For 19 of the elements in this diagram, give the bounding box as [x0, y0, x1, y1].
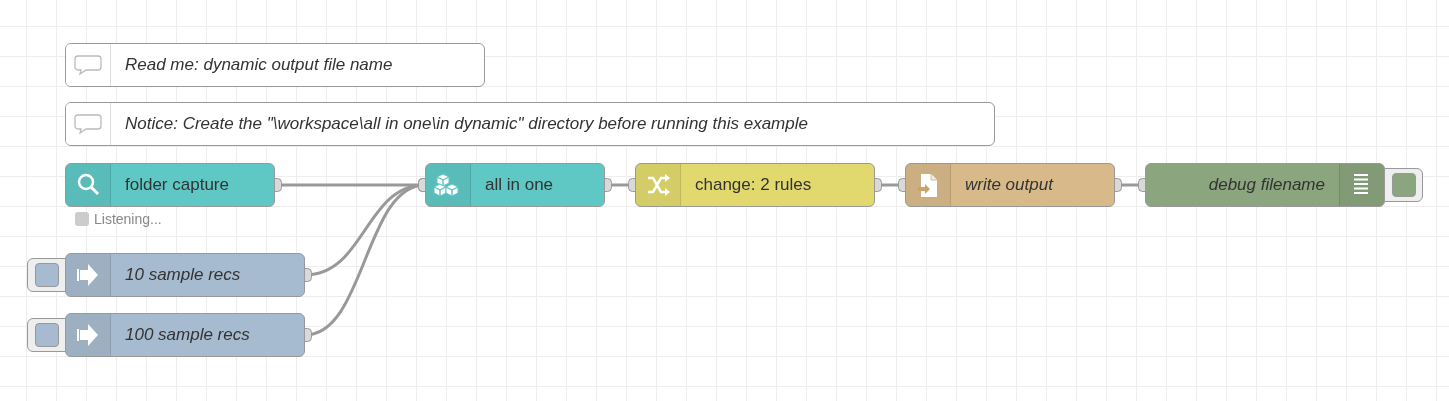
comment-node: [65, 102, 995, 146]
comment-text: Notice: Create the "\workspace\all in one\in dynamic" directory before running this example: [124, 114, 809, 134]
flow-node: [905, 163, 1115, 207]
flow-node: [65, 253, 305, 297]
node-label: write output: [964, 175, 1055, 195]
node-label: all in one: [484, 175, 555, 195]
flow-node: [65, 163, 275, 207]
comment-text: Read me: dynamic output file name: [124, 55, 394, 75]
flow-node: [65, 313, 305, 357]
flow-node: [635, 163, 875, 207]
comment-node: [65, 43, 485, 87]
node-label: folder capture: [124, 175, 230, 195]
status-text: Listening...: [94, 211, 162, 227]
node-label: 100 sample recs: [124, 325, 251, 345]
node-label: debug filename: [1207, 175, 1326, 195]
node-label: change: 2 rules: [694, 175, 813, 195]
flow-node: [425, 163, 605, 207]
node-label: 10 sample recs: [124, 265, 242, 285]
flow-node: [1145, 163, 1385, 207]
